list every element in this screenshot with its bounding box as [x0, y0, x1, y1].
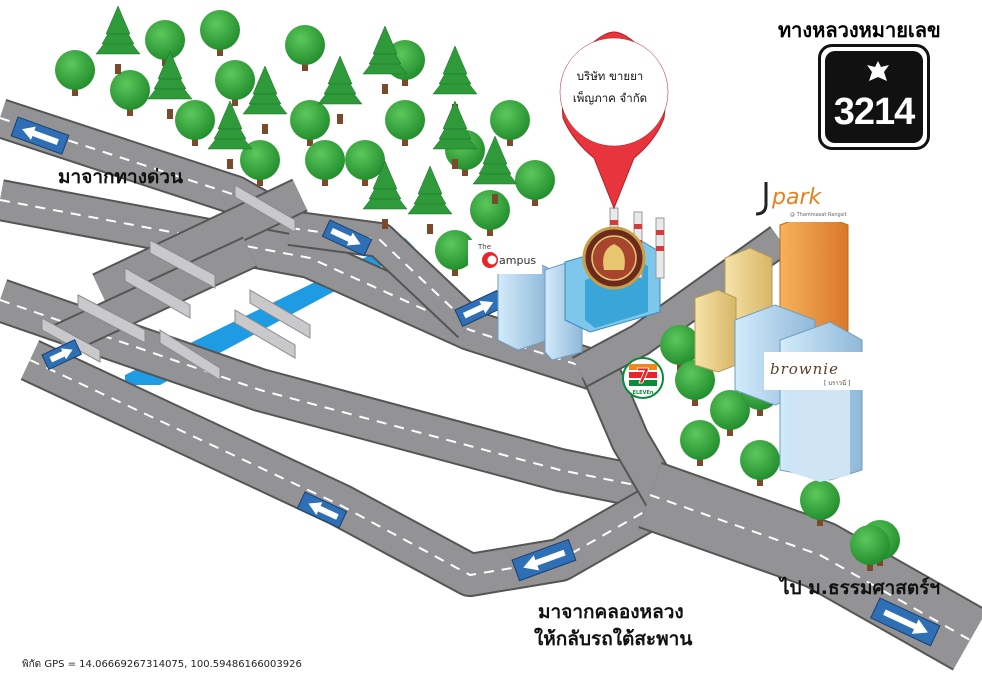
tree: [200, 10, 240, 56]
svg-text:[ บราวนี่ ]: [ บราวนี่ ]: [824, 379, 850, 387]
tree: [490, 100, 530, 146]
highway-number: 3214: [833, 91, 916, 133]
tree: [675, 360, 715, 406]
pine-tree: [317, 55, 363, 124]
tree: [385, 100, 425, 146]
company-name-label: บริษัท ขายยา เพ็ญภาค จำกัด: [548, 65, 672, 109]
label-from-expressway: มาจากทางด่วน: [58, 166, 183, 188]
tree: [175, 100, 215, 146]
the-campus-logo: The ampus: [468, 240, 542, 274]
company-location-pin[interactable]: [559, 31, 669, 210]
pine-tree: [95, 5, 141, 74]
highway-route-sign: 3214: [818, 44, 930, 150]
svg-text:The: The: [477, 243, 491, 251]
pine-tree: [472, 135, 518, 204]
pine-tree: [242, 65, 288, 134]
tree: [470, 190, 510, 236]
garuda-emblem-icon: [867, 61, 889, 81]
brownie-logo: brownie [ บราวนี่ ]: [764, 352, 864, 390]
pine-tree: [362, 25, 408, 94]
company-seal-logo: [582, 226, 646, 290]
jpark-logo: park @ Thammasat Rangsit: [750, 178, 850, 222]
label-u-turn-under-bridge: ให้กลับรถใต้สะพาน: [534, 628, 693, 650]
tree: [800, 480, 840, 526]
tree: [435, 230, 475, 276]
tree: [740, 440, 780, 486]
tree: [345, 140, 385, 186]
tree: [680, 420, 720, 466]
jpark-name-text: park: [771, 185, 822, 210]
gps-coordinates: พิกัด GPS = 14.06669267314075, 100.59486…: [22, 659, 302, 670]
label-from-khlong-luang: มาจากคลองหลวง: [538, 601, 684, 623]
label-to-thammasat: ไป ม.ธรรมศาสตร์ฯ: [780, 577, 941, 599]
campus-name-text: ampus: [499, 254, 536, 267]
svg-text:@ Thammasat Rangsit: @ Thammasat Rangsit: [790, 212, 847, 218]
pine-tree: [432, 100, 478, 169]
tree: [290, 100, 330, 146]
pine-tree: [362, 160, 408, 229]
tree: [515, 160, 555, 206]
tree: [305, 140, 345, 186]
tree: [285, 25, 325, 71]
tree: [850, 525, 890, 571]
svg-text:7: 7: [636, 364, 650, 388]
tree: [110, 70, 150, 116]
pine-tree: [432, 45, 478, 114]
tree: [55, 50, 95, 96]
pine-tree: [407, 165, 453, 234]
pine-tree: [207, 100, 253, 169]
seven-eleven-text: ELEVEn: [633, 390, 654, 396]
tree: [145, 20, 185, 66]
highway-title: ทางหลวงหมายเลข: [778, 18, 941, 42]
pine-tree: [147, 50, 193, 119]
bridge-pillars: [41, 184, 311, 381]
tree: [215, 60, 255, 106]
tree: [240, 140, 280, 186]
tree: [660, 325, 700, 371]
company-name-line2: เพ็ญภาค จำกัด: [572, 91, 648, 105]
seven-eleven-logo: 7 ELEVEn: [622, 357, 664, 399]
direction-arrows: [10, 116, 941, 647]
trees: [55, 5, 900, 571]
tree: [710, 390, 750, 436]
company-name-line1: บริษัท ขายยา: [576, 69, 644, 83]
brownie-name-text: brownie: [770, 360, 839, 378]
